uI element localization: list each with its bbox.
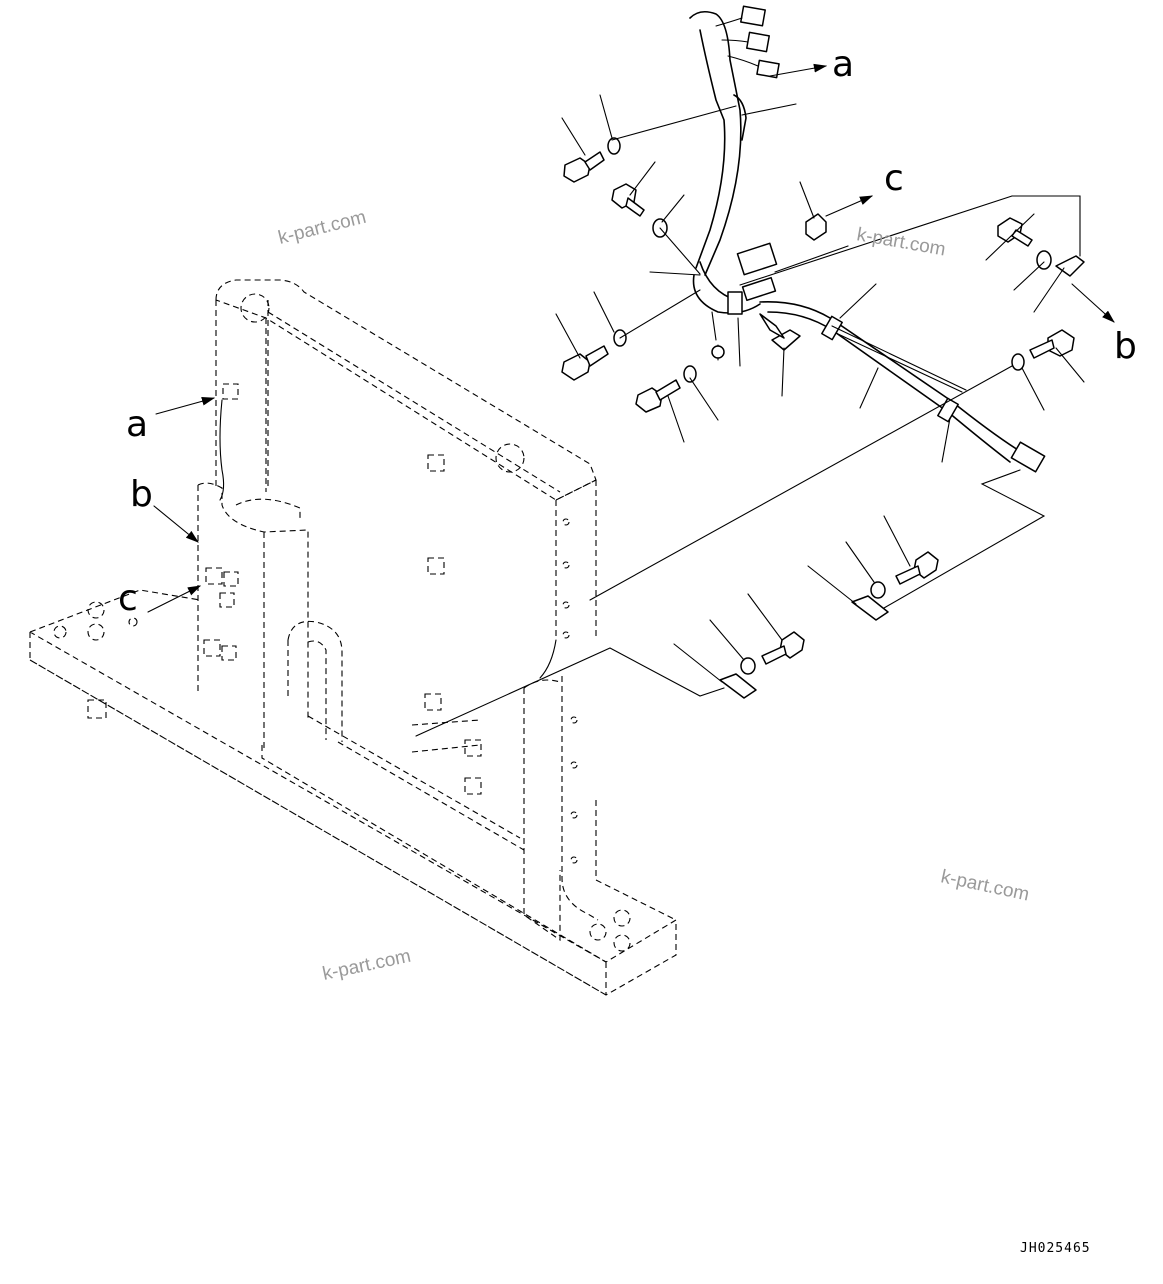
arrow-b-left xyxy=(153,505,199,543)
watermark: k-part.com xyxy=(321,946,413,985)
label-a-top: a xyxy=(832,44,854,85)
arrow-a-top xyxy=(769,63,828,77)
leader-lines xyxy=(415,94,1085,737)
label-b-left: b xyxy=(130,474,153,515)
watermark: k-part.com xyxy=(939,866,1031,905)
arrow-c-top xyxy=(825,195,874,217)
watermark: k-part.com xyxy=(276,207,368,249)
wiring-harness xyxy=(689,5,1046,473)
drawing-code: JH025465 xyxy=(1020,1241,1091,1256)
label-c-left: c xyxy=(118,578,138,619)
washer xyxy=(607,137,621,155)
label-c-top: c xyxy=(884,158,904,199)
label-b-right: b xyxy=(1114,326,1137,367)
label-a-left: a xyxy=(126,404,148,445)
bolt xyxy=(563,151,605,183)
frame-assembly xyxy=(29,279,677,996)
arrow-a-left xyxy=(155,396,216,415)
watermark: k-part.com xyxy=(855,224,947,260)
arrow-c-left xyxy=(147,585,201,613)
reference-arrows xyxy=(147,63,1115,613)
arrow-b-right xyxy=(1071,283,1115,323)
hardware xyxy=(561,137,1085,699)
